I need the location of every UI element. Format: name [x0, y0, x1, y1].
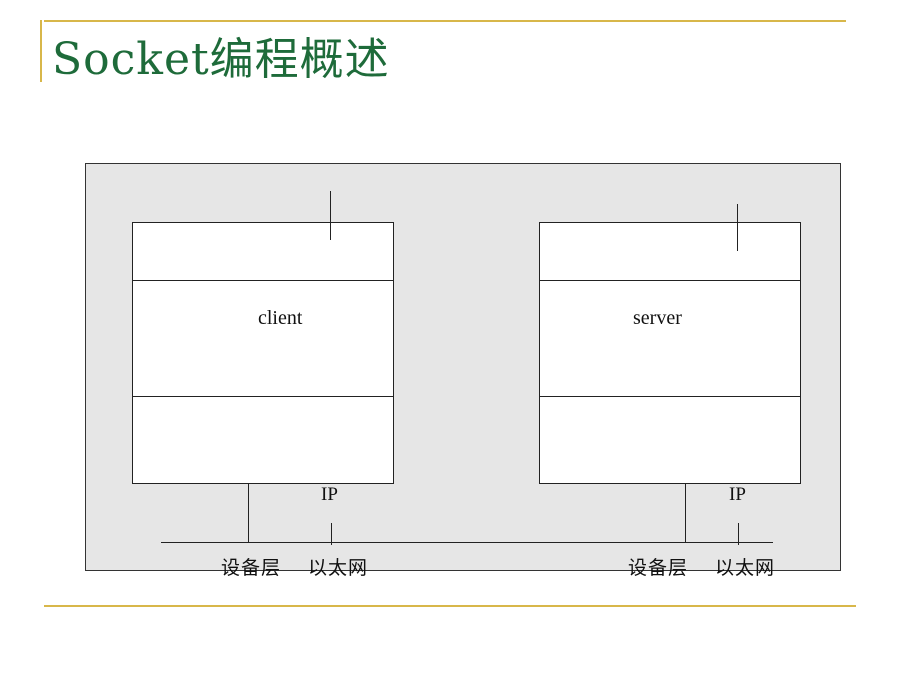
client-stack-box: [132, 222, 394, 484]
client-ethernet-label: 以太网: [308, 557, 369, 579]
client-ip-tick: [331, 523, 332, 545]
server-layer-divider-top: [539, 280, 801, 281]
server-label: server: [633, 307, 682, 329]
client-layer-divider-top: [132, 280, 394, 281]
server-device-layer-label: 设备层: [628, 557, 689, 579]
server-layer-divider-bottom: [539, 396, 801, 397]
server-ip-label: IP: [729, 484, 746, 505]
client-layer-divider-bottom: [132, 396, 394, 397]
page-title: Socket编程概述: [52, 34, 390, 85]
client-top-connector: [330, 191, 331, 240]
title-left-rule: [40, 20, 42, 82]
client-ip-label: IP: [321, 484, 338, 505]
server-ethernet-label: 以太网: [715, 557, 776, 579]
server-stack-box: [539, 222, 801, 484]
server-ip-tick: [738, 523, 739, 545]
client-device-layer-label: 设备层: [221, 557, 282, 579]
network-bus-line: [161, 542, 773, 543]
title-top-rule: [44, 20, 846, 22]
server-network-link: [685, 484, 686, 542]
footer-rule: [44, 605, 856, 607]
server-top-connector: [737, 204, 738, 251]
client-network-link: [248, 484, 249, 542]
client-label: client: [258, 307, 303, 329]
